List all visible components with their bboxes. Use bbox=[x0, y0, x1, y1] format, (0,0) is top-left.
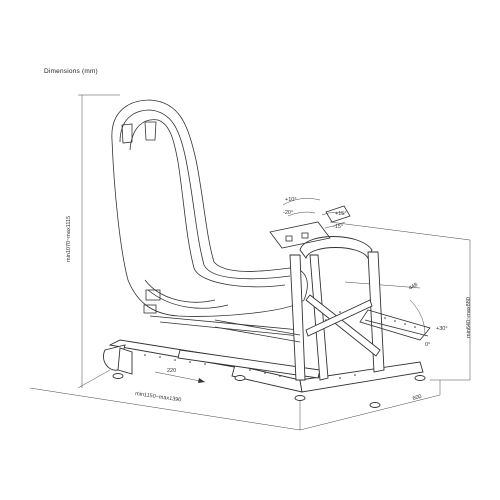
label-angle-plus15: +15° bbox=[335, 211, 347, 217]
diagram-title: Dimensions (mm) bbox=[44, 68, 98, 75]
label-width: 600 bbox=[412, 394, 422, 402]
label-angle-minus15: -15° bbox=[333, 224, 343, 230]
label-total-length: min1150~max1390 bbox=[135, 391, 182, 403]
label-wheel-height: min640~max880 bbox=[466, 297, 472, 338]
cockpit-frame bbox=[103, 205, 431, 408]
racing-seat bbox=[111, 99, 308, 337]
label-angle-plus30: +30° bbox=[436, 326, 448, 332]
label-angle-minus20: -20° bbox=[283, 210, 293, 216]
dimension-lines bbox=[29, 94, 471, 431]
label-angle-zero: 0° bbox=[425, 342, 430, 348]
label-depth-travel: 220 bbox=[167, 368, 176, 374]
label-shaft-length: 448 bbox=[408, 282, 419, 292]
label-angle-plus10: +10° bbox=[285, 197, 297, 203]
label-seat-height: min1070~max1115 bbox=[66, 216, 72, 262]
